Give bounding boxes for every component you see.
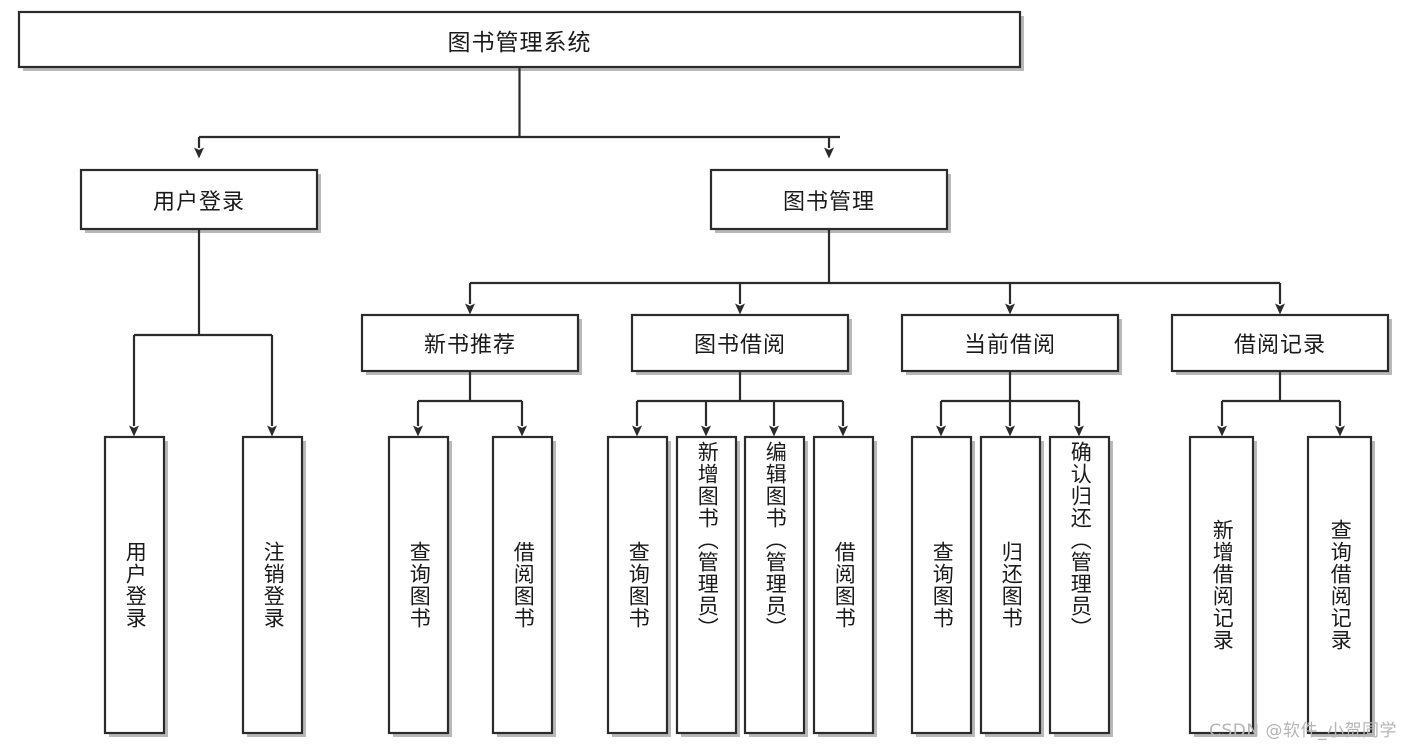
leaf-current-borrow-1[interactable] xyxy=(910,435,975,737)
leaf-new-book-1[interactable] xyxy=(387,435,452,737)
node-new-book[interactable] xyxy=(360,313,582,375)
node-user-login[interactable] xyxy=(79,168,321,233)
node-root[interactable] xyxy=(17,10,1024,71)
leaf-book-borrow-2[interactable] xyxy=(675,435,740,737)
leaf-book-borrow-4[interactable] xyxy=(812,435,877,737)
leaf-user-login-2[interactable] xyxy=(241,435,306,737)
leaf-book-borrow-1[interactable] xyxy=(606,435,671,737)
leaf-current-borrow-2[interactable] xyxy=(979,435,1044,737)
leaf-book-borrow-3[interactable] xyxy=(743,435,808,737)
node-borrow-record[interactable] xyxy=(1170,313,1392,375)
leaf-new-book-2[interactable] xyxy=(491,435,556,737)
node-book-management[interactable] xyxy=(709,168,951,233)
leaf-current-borrow-3[interactable] xyxy=(1048,435,1113,737)
watermark: CSDN @软件_小贺同学 xyxy=(1209,721,1397,741)
leaf-borrow-record-1[interactable] xyxy=(1188,435,1257,737)
node-current-borrow[interactable] xyxy=(900,313,1122,375)
leaf-user-login-1[interactable] xyxy=(103,435,168,737)
node-book-borrow[interactable] xyxy=(630,313,852,375)
leaf-borrow-record-2[interactable] xyxy=(1306,435,1375,737)
